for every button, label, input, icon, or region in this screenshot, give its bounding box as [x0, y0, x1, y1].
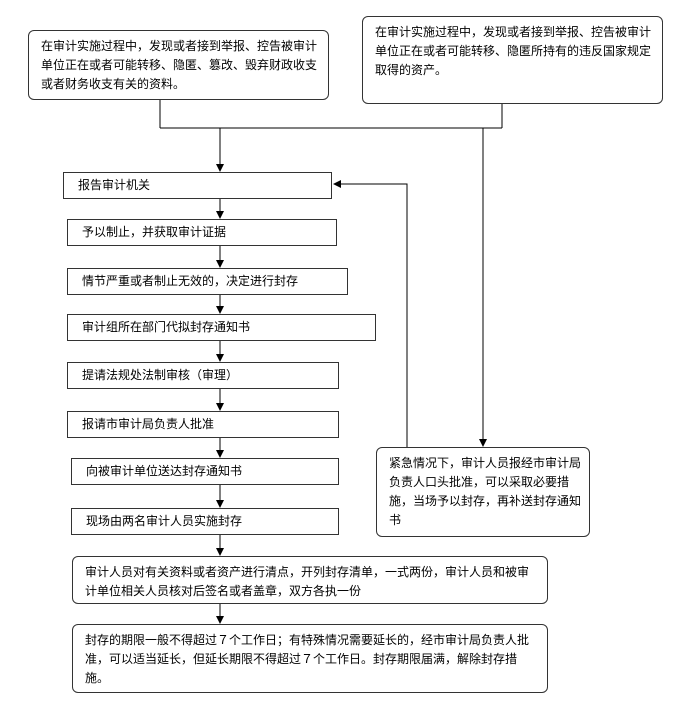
step-request-approval: 报请市审计局负责人批准 — [67, 411, 339, 438]
trigger-box-records: 在审计实施过程中，发现或者接到举报、控告被审计单位正在或者可能转移、隐匿、篡改、… — [28, 30, 329, 100]
trigger-box-assets: 在审计实施过程中，发现或者接到举报、控告被审计单位正在或者可能转移、隐匿所持有的… — [362, 16, 663, 104]
step-decide-sealing: 情节严重或者制止无效的，决定进行封存 — [67, 268, 348, 295]
step-draft-sealing-notice: 审计组所在部门代拟封存通知书 — [67, 314, 376, 341]
emergency-box: 紧急情况下，审计人员报经市审计局负责人口头批准，可以采取必要措施，当场予以封存，… — [376, 447, 590, 537]
step-deliver-sealing-notice: 向被审计单位送达封存通知书 — [71, 458, 339, 485]
step-onsite-sealing: 现场由两名审计人员实施封存 — [71, 508, 339, 535]
step-legal-review: 提请法规处法制审核（审理） — [67, 362, 339, 389]
step-report-audit-authority: 报告审计机关 — [63, 172, 332, 199]
step-sealing-period: 封存的期限一般不得超过７个工作日；有特殊情况需要延长的，经市审计局负责人批准，可… — [72, 624, 548, 693]
step-stop-and-collect-evidence: 予以制止，并获取审计证据 — [67, 219, 337, 246]
connector-emergency-feedback — [333, 180, 408, 447]
step-inventory-list: 审计人员对有关资料或者资产进行清点，开列封存清单，一式两份，审计人员和被审计单位… — [72, 556, 548, 604]
